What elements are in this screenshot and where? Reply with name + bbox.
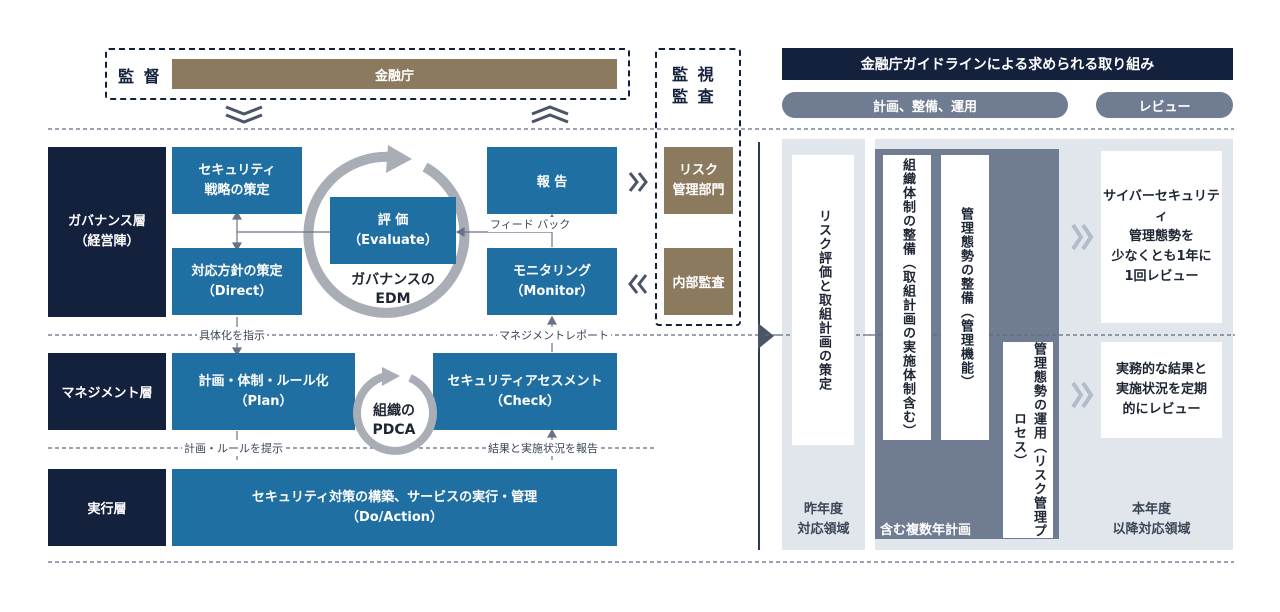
arrow-right-icon xyxy=(758,323,774,349)
flow-label-instruct: 具体化を指示 xyxy=(197,327,267,343)
this-year-footer: 本年度 以降対応領域 xyxy=(1112,502,1191,537)
chevron-right-icon xyxy=(628,172,648,192)
monitor-audit-frame xyxy=(655,48,741,326)
monitor-box: モニタリング （Monitor） xyxy=(487,248,617,315)
edm-title: ガバナンスの EDM xyxy=(351,272,435,307)
multi-year-item-3: 管理態勢の運用（リスク管理プロセス） xyxy=(1003,342,1053,538)
supervision-authority: 金融庁 xyxy=(172,59,617,89)
report-box: 報 告 xyxy=(487,147,617,214)
review-item-1: サイバーセキュリティ 管理態勢を 少なくとも1年に 1回レビュー xyxy=(1101,151,1222,323)
pill-review: レビュー xyxy=(1096,92,1233,118)
monitor-audit-label: 監 視 監 査 xyxy=(672,65,716,106)
multi-year-item-3-text: 管理態勢の運用（リスク管理プロセス） xyxy=(1011,342,1046,538)
plan-box: 計画・体制・ルール化 （Plan） xyxy=(172,353,355,430)
chevron-up-icon xyxy=(531,105,569,124)
flow-label-present-rules: 計画・ルールを提示 xyxy=(182,440,285,456)
risk-management-dept: リスク 管理部門 xyxy=(664,147,733,214)
pill-plan-build-operate: 計画、整備、運用 xyxy=(782,92,1068,118)
layer-execution: 実行層 xyxy=(48,469,166,546)
review-chevron-icon xyxy=(1071,381,1094,409)
flow-connectors xyxy=(231,210,558,460)
edm-cycle-arrow xyxy=(303,145,470,318)
layer-governance: ガバナンス層 （経営陣） xyxy=(48,147,166,317)
guideline-header: 金融庁ガイドラインによる求められる取り組み xyxy=(782,48,1233,80)
chevron-down-icon xyxy=(225,105,263,124)
supervision-frame xyxy=(105,48,630,100)
flow-label-mgmt-report: マネジメントレポート xyxy=(497,327,611,343)
flow-label-report-results: 結果と実施状況を報告 xyxy=(486,440,600,456)
check-box: セキュリティアセスメント （Check） xyxy=(433,353,617,430)
evaluate-box: 評 価 （Evaluate） xyxy=(330,197,456,264)
layer-management: マネジメント層 xyxy=(48,353,166,430)
direct-box: 対応方針の策定 （Direct） xyxy=(172,248,302,315)
feedback-label: フィード バック xyxy=(488,217,573,232)
chevron-left-icon xyxy=(628,274,648,294)
multi-year-footer: 含む複数年計画 xyxy=(880,523,972,538)
execution-box: セキュリティ対策の構築、サービスの実行・管理 （Do/Action） xyxy=(172,469,617,546)
multi-year-item-2-text: 管理態勢の整備（管理機能） xyxy=(958,206,973,389)
pdca-title: 組織の PDCA xyxy=(372,403,416,438)
pdca-cycle-arrow xyxy=(353,367,437,455)
internal-audit: 内部監査 xyxy=(664,248,733,315)
multi-year-item-1-text: 組織体制の整備（取組計画の実施体制含む） xyxy=(900,157,915,438)
strategy-box: セキュリティ 戦略の策定 xyxy=(172,147,302,214)
multi-year-item-1: 組織体制の整備（取組計画の実施体制含む） xyxy=(883,155,931,440)
supervision-label: 監 督 xyxy=(118,67,162,86)
last-year-item: リスク評価と取組計画の策定 xyxy=(792,155,854,445)
multi-year-item-2: 管理態勢の整備（管理機能） xyxy=(941,155,989,440)
review-chevron-icon xyxy=(1071,223,1094,251)
last-year-item-text: リスク評価と取組計画の策定 xyxy=(816,209,831,391)
review-item-2: 実務的な結果と 実施状況を定期 的にレビュー xyxy=(1101,342,1222,438)
last-year-footer: 昨年度 対応領域 xyxy=(797,502,850,537)
